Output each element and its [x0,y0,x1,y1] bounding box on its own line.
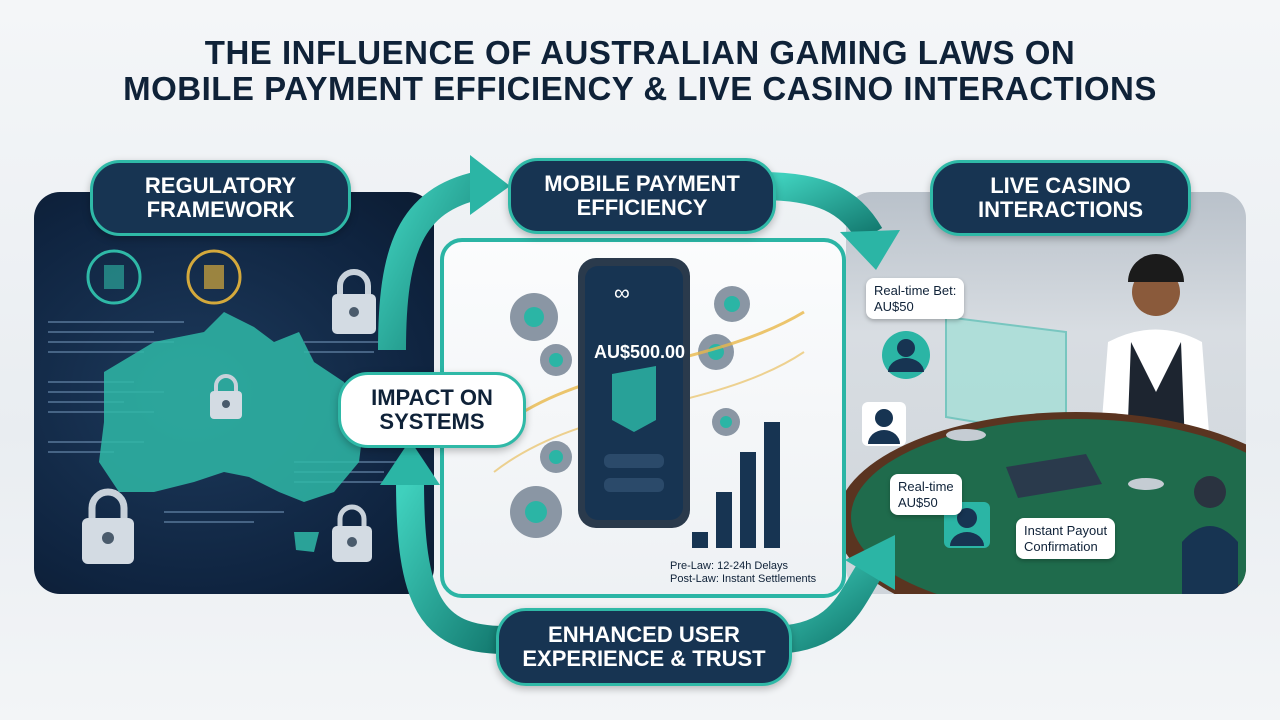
phone-symbol: ∞ [614,280,630,305]
node-enhanced-line2: EXPERIENCE & TRUST [522,646,766,671]
chart-bar-3 [740,452,756,548]
node-impact-line1: IMPACT ON [371,384,493,410]
payout-bubble: Instant Payout Confirmation [1016,518,1116,560]
lock-icon [332,269,376,334]
payout-bubble-sub: Confirmation [1024,538,1098,554]
arrow-to-mobile-head [470,155,510,215]
page-title-line2: MOBILE PAYMENT EFFICIENCY & LIVE CASINO … [123,70,1157,107]
bet-bubble-2: Real-time AU$50 [890,474,962,516]
node-impact-on-systems: IMPACT ON SYSTEMS [338,372,526,448]
node-enhanced-line1: ENHANCED USER [548,621,740,647]
player-figure [1182,476,1238,594]
gear-icon [510,286,750,538]
arrow-to-impact-head [380,440,440,485]
arrow-to-impact [396,479,506,654]
chart-note: Pre-Law: 12-24h Delays Post-Law: Instant… [670,560,816,585]
node-mobile-line2: EFFICIENCY [576,195,708,220]
mobile-payment-illustration [482,258,805,548]
arrow-to-live [759,172,883,243]
lock-icon [210,374,242,419]
mobile-payment-panel: ∞ AU$500.00 Pre-Law: 12-24h Delays Post-… [440,238,846,598]
live-casino-illustration [846,254,1246,594]
chart-bar-2 [716,492,732,548]
node-regulatory-framework: REGULATORY FRAMEWORK [90,160,351,236]
node-regulatory-line1: REGULATORY [144,172,297,198]
casino-table [846,412,1246,594]
node-regulatory-line2: FRAMEWORK [146,197,295,222]
regulatory-illustration [48,249,414,564]
chart-bar-4 [764,422,780,548]
chart-note-post: Post-Law: Instant Settlements [670,572,817,585]
node-mobile-line1: MOBILE PAYMENT [544,170,740,196]
settlement-bar-chart [692,422,780,548]
bet-bubble-1: Real-time Bet: AU$50 [866,278,965,320]
avatar [862,402,906,446]
payout-bubble-title: Instant Payout [1024,523,1108,538]
bet-bubble-1-amount: AU$50 [874,298,914,314]
node-live-line1: LIVE CASINO [990,172,1131,198]
node-mobile-payment: MOBILE PAYMENT EFFICIENCY [508,158,776,234]
node-enhanced-experience: ENHANCED USER EXPERIENCE & TRUST [496,608,792,686]
chart-note-pre: Pre-Law: 12-24h Delays [670,560,789,572]
lock-icon [332,504,372,562]
page-title-line1: THE INFLUENCE OF AUSTRALIAN GAMING LAWS … [204,34,1076,71]
live-casino-panel: Real-time Bet: AU$50 Real-time AU$50 Ins… [846,192,1246,594]
arrow-from-enhanced-head [845,535,895,590]
phone-amount: AU$500.00 [594,342,686,362]
avatar [882,331,930,379]
bet-bubble-2-amount: AU$50 [898,494,938,510]
coat-of-arms-icon [86,249,142,305]
avatar [944,502,990,548]
arrow-to-live-head [840,230,900,270]
node-live-line2: INTERACTIONS [978,197,1143,222]
bet-bubble-1-label: Real-time Bet: [874,283,957,298]
node-impact-line2: SYSTEMS [379,409,485,434]
coat-of-arms-gold-icon [186,249,242,305]
bet-bubble-2-label: Real-time [898,479,954,494]
chart-bar-1 [692,532,708,548]
node-live-casino: LIVE CASINO INTERACTIONS [930,160,1191,236]
arrow-to-mobile [378,171,484,351]
smartphone-icon [578,258,690,528]
lock-icon [82,488,134,564]
